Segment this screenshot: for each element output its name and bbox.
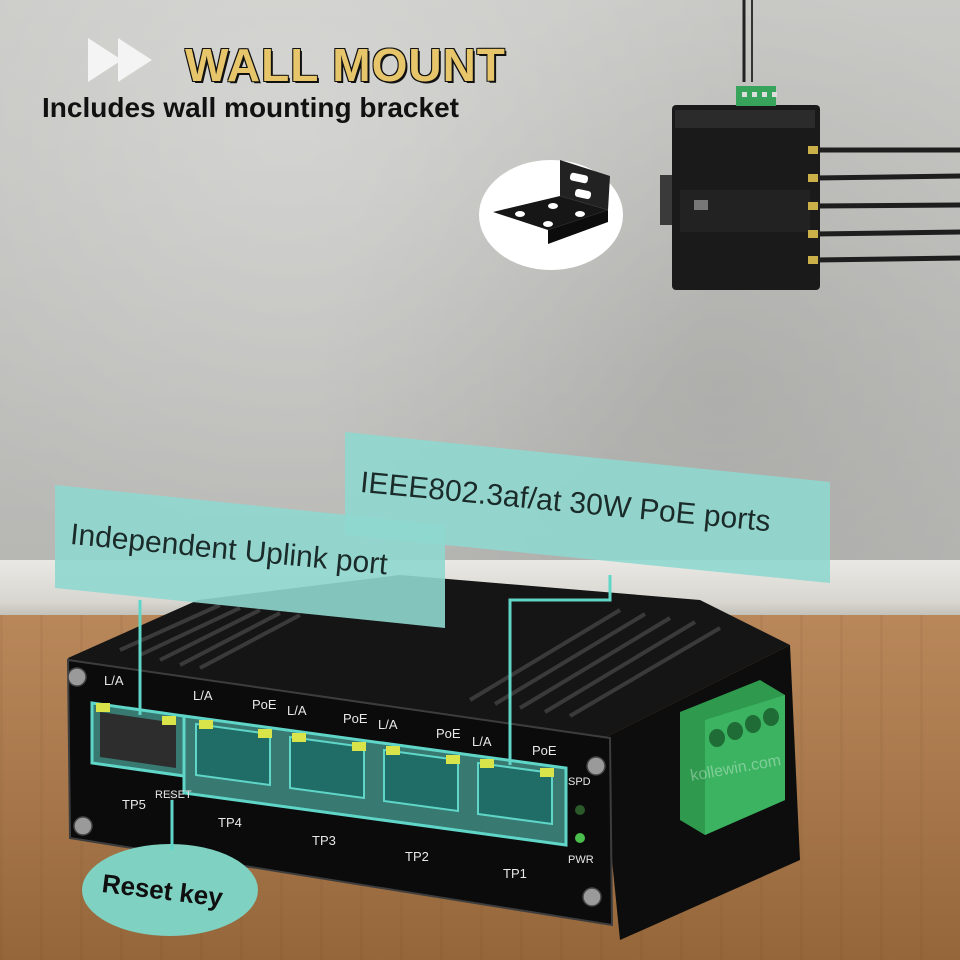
headline-subtitle: Includes wall mounting bracket: [42, 92, 459, 123]
pwr-label: PWR: [568, 854, 594, 866]
port-label-tp5: TP5: [122, 797, 146, 812]
power-cable: [742, 0, 753, 82]
port-label-tp2: TP2: [405, 849, 429, 864]
la-label-tp4: L/A: [193, 688, 213, 703]
la-label-tp5: L/A: [104, 673, 124, 688]
port-label-tp4: TP4: [218, 815, 242, 830]
port-label-tp3: TP3: [312, 833, 336, 848]
headline-title: WALL MOUNT: [185, 39, 506, 91]
la-label-tp2: L/A: [378, 717, 398, 732]
poe-label-tp2: PoE: [436, 726, 461, 741]
poe-label-tp1: PoE: [532, 743, 557, 758]
mounted-switch-image: [660, 86, 960, 290]
la-label-tp3: L/A: [287, 703, 307, 718]
la-label-tp1: L/A: [472, 734, 492, 749]
poe-label-tp4: PoE: [252, 697, 277, 712]
reset-callout-badge: [82, 792, 258, 936]
terminal-block-image: [680, 680, 785, 835]
poe-label-tp3: PoE: [343, 711, 368, 726]
reset-label: RESET: [155, 789, 192, 801]
poe-ports-highlight: [182, 714, 568, 847]
poe-callout-banner: [345, 432, 830, 765]
screw-icon: [67, 667, 606, 907]
uplink-port-highlight: [90, 701, 186, 778]
spd-label: SPD: [568, 776, 591, 788]
bracket-image: [479, 160, 623, 270]
port-label-tp1: TP1: [503, 866, 527, 881]
led-indicator-icon: [575, 805, 585, 843]
fast-forward-icon: [88, 38, 152, 82]
